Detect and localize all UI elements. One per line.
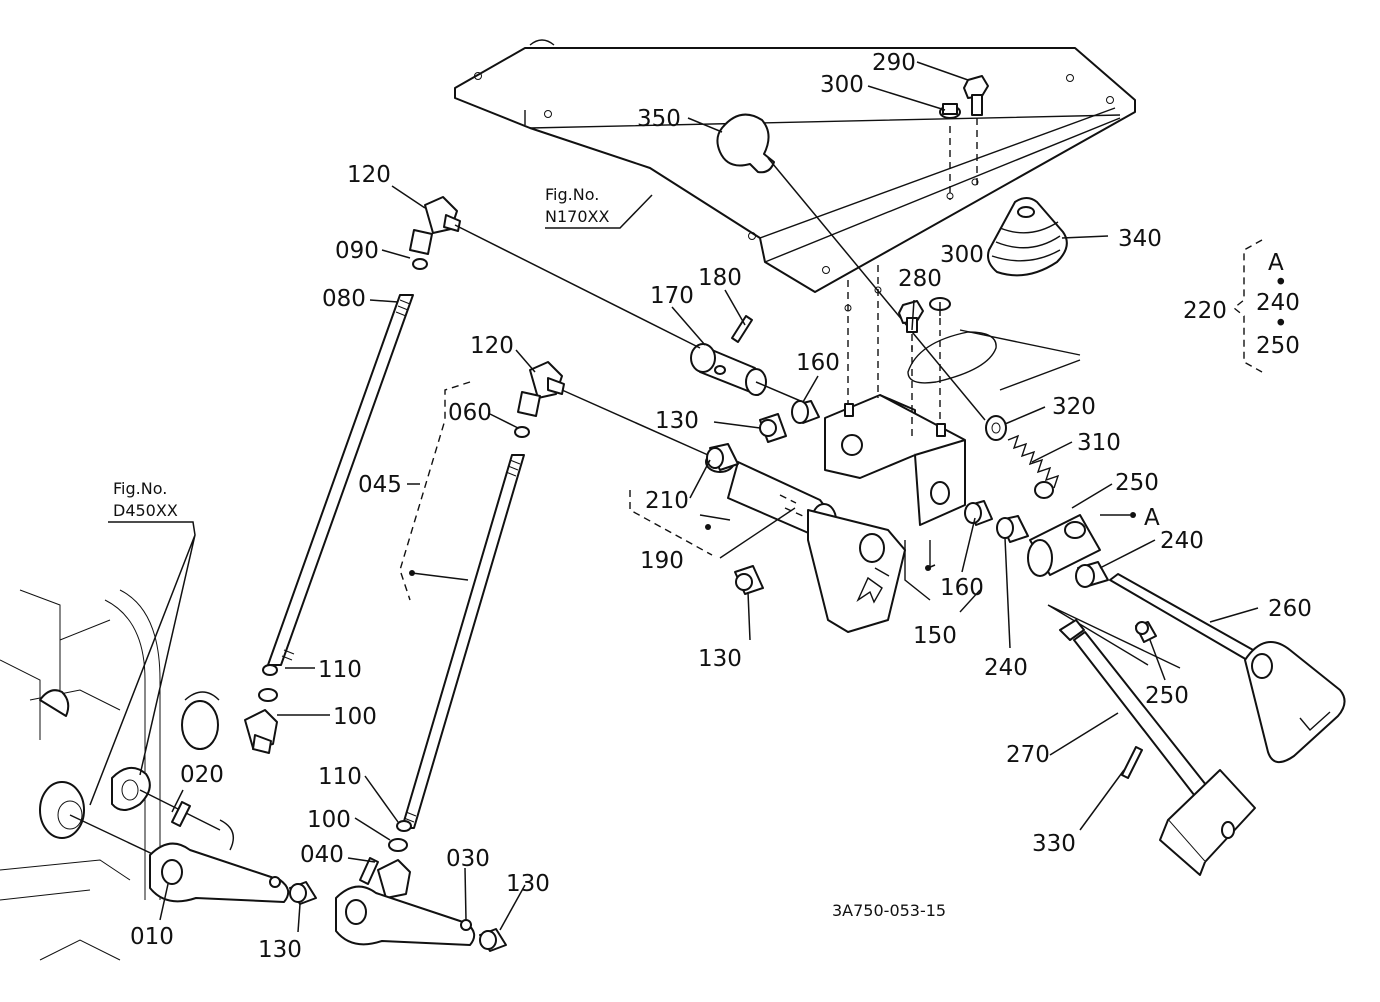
lever-010 xyxy=(149,801,317,905)
bracket-150 xyxy=(824,265,981,613)
assembly-220-group: 220 A • 240 • 250 xyxy=(1183,239,1300,373)
callout-020: 020 xyxy=(180,762,224,788)
rod-045 xyxy=(377,361,709,899)
callout-a-ref: A xyxy=(1144,505,1160,531)
fig-ref-d450-line2: D450XX xyxy=(113,501,178,520)
callout-130: 130 xyxy=(655,408,699,434)
pedal-260 xyxy=(1047,573,1346,763)
callout-240: 240 xyxy=(1160,528,1204,554)
callout-130-bottom: 130 xyxy=(258,937,302,963)
callout-120-lower: 120 xyxy=(470,333,514,359)
rod-270 xyxy=(1059,619,1256,876)
callout-270: 270 xyxy=(1006,742,1050,768)
callout-250: 250 xyxy=(1115,470,1159,496)
callout-310: 310 xyxy=(1077,430,1121,456)
callout-100-lower: 100 xyxy=(307,807,351,833)
callout-170: 170 xyxy=(650,283,694,309)
collar-170 xyxy=(690,315,811,406)
rod-080 xyxy=(244,196,701,754)
callout-110-lower: 110 xyxy=(318,764,362,790)
assembly-dot-separator: • xyxy=(1274,270,1288,296)
callout-300: 300 xyxy=(820,72,864,98)
assembly-dot-separator-2: • xyxy=(1274,311,1288,337)
bellcrank-190 xyxy=(629,451,906,633)
callout-150: 150 xyxy=(913,623,957,649)
callout-130-right: 130 xyxy=(506,871,550,897)
callout-250-lower: 250 xyxy=(1145,683,1189,709)
callout-180: 180 xyxy=(698,265,742,291)
callout-210: 210 xyxy=(645,488,689,514)
callout-320: 320 xyxy=(1052,394,1096,420)
fig-ref-n170-line2: N170XX xyxy=(545,207,609,226)
callout-040: 040 xyxy=(300,842,344,868)
callout-260: 260 xyxy=(1268,596,1312,622)
callout-290: 290 xyxy=(872,50,916,76)
floor-opening xyxy=(907,329,1081,391)
assembly-item-a: A xyxy=(1268,250,1284,276)
fig-ref-d450-line1: Fig.No. xyxy=(113,479,167,498)
callout-350: 350 xyxy=(637,106,681,132)
leader-lines xyxy=(159,61,1259,933)
callout-110: 110 xyxy=(318,657,362,683)
callout-060: 060 xyxy=(448,400,492,426)
callout-030: 030 xyxy=(446,846,490,872)
callout-160: 160 xyxy=(796,350,840,376)
callout-045: 045 xyxy=(358,472,402,498)
callout-160-lower: 160 xyxy=(940,575,984,601)
callout-300-lower: 300 xyxy=(940,242,984,268)
callout-090: 090 xyxy=(335,238,379,264)
shift-shaft xyxy=(1027,512,1136,588)
callout-130-mid: 130 xyxy=(698,646,742,672)
bushes xyxy=(706,400,1029,595)
assembly-item-240: 240 xyxy=(1256,290,1300,316)
callout-240-lower: 240 xyxy=(984,655,1028,681)
callout-330: 330 xyxy=(1032,831,1076,857)
assembly-220-label: 220 xyxy=(1183,298,1227,324)
callout-120: 120 xyxy=(347,162,391,188)
callout-100: 100 xyxy=(333,704,377,730)
assembly-item-250: 250 xyxy=(1256,333,1300,359)
transmission-area xyxy=(0,589,251,961)
callout-190: 190 xyxy=(640,548,684,574)
callout-080: 080 xyxy=(322,286,366,312)
fig-ref-n170-line1: Fig.No. xyxy=(545,185,599,204)
callout-340: 340 xyxy=(1118,226,1162,252)
floor-plate xyxy=(454,39,1136,312)
gear-knob-350 xyxy=(716,113,986,421)
rubber-boot-340 xyxy=(987,197,1068,277)
lever-030 xyxy=(335,857,507,952)
drawing-number: 3A750-053-15 xyxy=(832,901,946,920)
callout-280: 280 xyxy=(898,266,942,292)
spring-310 xyxy=(985,415,1060,499)
callout-010: 010 xyxy=(130,924,174,950)
